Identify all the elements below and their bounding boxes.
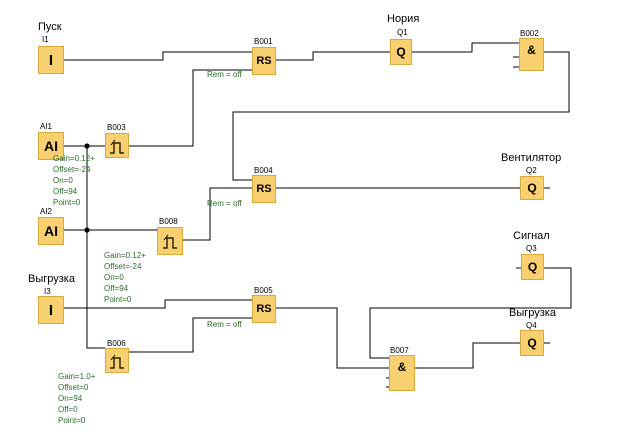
param-on: On=94 (58, 394, 83, 403)
output-q3-id: Q3 (526, 244, 537, 253)
b008-id: B008 (159, 217, 178, 226)
b008-threshold-block[interactable] (157, 227, 183, 255)
b004-rem: Rem = off (207, 199, 242, 208)
rs-symbol: RS (256, 55, 272, 67)
wire-q3-to-b007 (369, 267, 572, 359)
b001-rs-block[interactable]: RS (252, 47, 276, 75)
input-i3-id: I3 (44, 287, 51, 296)
ai1-params: Gain=0.12+ Offset=-24 On=0 Off=94 Point=… (53, 153, 95, 208)
output-q1-block[interactable]: Q (390, 39, 412, 65)
b005-id: B005 (254, 286, 273, 295)
rs-symbol: RS (256, 183, 272, 195)
input-symbol: I (48, 301, 54, 319)
output-q1-name: Нория (387, 13, 420, 25)
b003-threshold-block[interactable] (105, 133, 129, 158)
and-symbol: & (397, 360, 407, 374)
analog-input-symbol: AI (44, 223, 58, 239)
wire-q1-to-b002 (412, 42, 517, 53)
b006-id: B006 (107, 339, 126, 348)
output-q3-name: Сигнал (513, 230, 550, 242)
output-q1-id: Q1 (397, 28, 408, 37)
param-on: On=0 (53, 176, 73, 185)
b004-id: B004 (254, 166, 273, 175)
input-i1-id: I1 (42, 35, 49, 44)
output-q4-name: Выгрузка (509, 307, 556, 319)
param-offset: Offset=-24 (104, 262, 142, 271)
input-i1-block[interactable]: I (38, 46, 64, 74)
b007-and-block[interactable]: & (389, 355, 415, 391)
input-ai2-id: AI2 (40, 207, 53, 216)
output-q3-block[interactable]: Q (521, 254, 544, 280)
param-point: Point=0 (58, 416, 86, 425)
param-off: Off=94 (104, 284, 129, 293)
input-ai2-block[interactable]: AI (38, 217, 64, 245)
param-gain: Gain=0.12+ (53, 154, 95, 163)
output-q2-block[interactable]: Q (520, 176, 544, 200)
wire-b005-to-b007 (276, 307, 389, 369)
param-gain: Gain=1.0+ (58, 372, 96, 381)
threshold-icon (110, 139, 124, 154)
wire-b008-to-b004-r (183, 187, 252, 241)
wire-b001-to-q1 (276, 51, 390, 61)
wire-i3-to-b005 (64, 299, 252, 309)
b003-id: B003 (107, 123, 126, 132)
output-q2-id: Q2 (526, 166, 537, 175)
param-point: Point=0 (53, 198, 81, 207)
input-i1-name: Пуск (38, 21, 62, 33)
param-off: Off=94 (53, 187, 78, 196)
output-q4-id: Q4 (526, 321, 537, 330)
wire-ai1-bus (86, 146, 105, 349)
output-symbol: Q (527, 260, 538, 274)
output-q4-block[interactable]: Q (520, 330, 544, 356)
output-symbol: Q (396, 45, 406, 59)
b007-id: B007 (390, 346, 409, 355)
wire-b003-to-b001-r (129, 69, 252, 147)
junction-dot (84, 143, 90, 149)
threshold-icon (163, 234, 177, 249)
b008-params: Gain=0.12+ Offset=-24 On=0 Off=94 Point=… (104, 250, 146, 305)
output-symbol: Q (527, 181, 537, 195)
wire-b002-to-b004 (232, 51, 570, 181)
input-i3-name: Выгрузка (28, 273, 75, 285)
b001-rem: Rem = off (207, 70, 242, 79)
param-off: Off=0 (58, 405, 78, 414)
input-ai1-id: AI1 (40, 122, 53, 131)
threshold-icon (110, 354, 124, 369)
output-symbol: Q (527, 336, 537, 350)
and-symbol: & (527, 43, 536, 57)
param-gain: Gain=0.12+ (104, 251, 146, 260)
b002-and-block[interactable]: & (519, 38, 544, 71)
input-i3-block[interactable]: I (38, 296, 64, 324)
param-point: Point=0 (104, 295, 132, 304)
b005-rs-block[interactable]: RS (252, 295, 276, 323)
input-symbol: I (48, 51, 54, 69)
param-offset: Offset=-24 (53, 165, 91, 174)
analog-input-symbol: AI (44, 138, 58, 154)
b006-params: Gain=1.0+ Offset=0 On=94 Off=0 Point=0 (58, 371, 95, 426)
output-q2-name: Вентилятор (501, 152, 562, 164)
b004-rs-block[interactable]: RS (252, 175, 276, 203)
wire-i1-to-b001 (64, 51, 252, 61)
wire-b007-to-q4 (415, 342, 520, 369)
b006-threshold-block[interactable] (105, 348, 129, 373)
rs-symbol: RS (256, 303, 272, 315)
param-offset: Offset=0 (58, 383, 89, 392)
b002-id: B002 (520, 29, 539, 38)
junction-dot (84, 227, 90, 233)
b001-id: B001 (254, 37, 273, 46)
b005-rem: Rem = off (207, 320, 242, 329)
param-on: On=0 (104, 273, 124, 282)
wire-b006-to-b005-r (129, 317, 252, 353)
